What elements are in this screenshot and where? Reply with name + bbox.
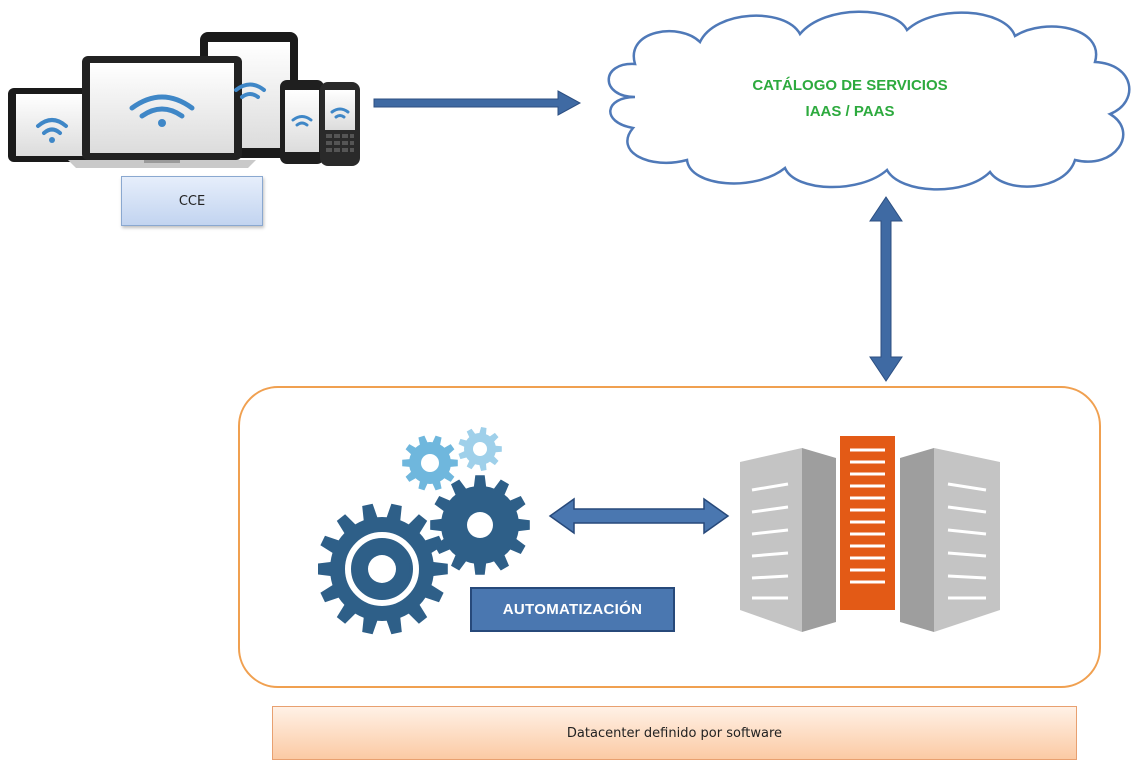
automation-label: AUTOMATIZACIÓN: [502, 601, 643, 618]
cce-label-box: CCE: [121, 176, 263, 226]
cloud-shape: [607, 10, 1131, 191]
arrow-right-icon: [373, 90, 582, 116]
datacenter-label-box: Datacenter definido por software: [272, 706, 1077, 760]
gear-small-light-hole: [421, 454, 439, 472]
gear-large-center: [368, 555, 396, 583]
cloud-title-line2: IAAS / PAAS: [805, 103, 895, 120]
datacenter-label: Datacenter definido por software: [566, 725, 783, 741]
gears-icon: [318, 427, 530, 635]
gear-tiny-light-hole: [473, 442, 487, 456]
cloud-title-line1: CATÁLOGO DE SERVICIOS: [752, 77, 948, 94]
server-racks-icon: [740, 436, 1000, 632]
arrow-double-horizontal-icon: [548, 497, 730, 535]
cce-label: CCE: [178, 193, 206, 209]
gear-medium-hole: [467, 512, 493, 538]
devices-icon: [8, 32, 360, 168]
arrow-vertical-double-icon: [869, 196, 903, 382]
gear-large-ring: [345, 532, 419, 606]
automation-label-box: AUTOMATIZACIÓN: [470, 587, 675, 632]
cloud-title: CATÁLOGO DE SERVICIOS IAAS / PAAS: [700, 73, 1000, 125]
